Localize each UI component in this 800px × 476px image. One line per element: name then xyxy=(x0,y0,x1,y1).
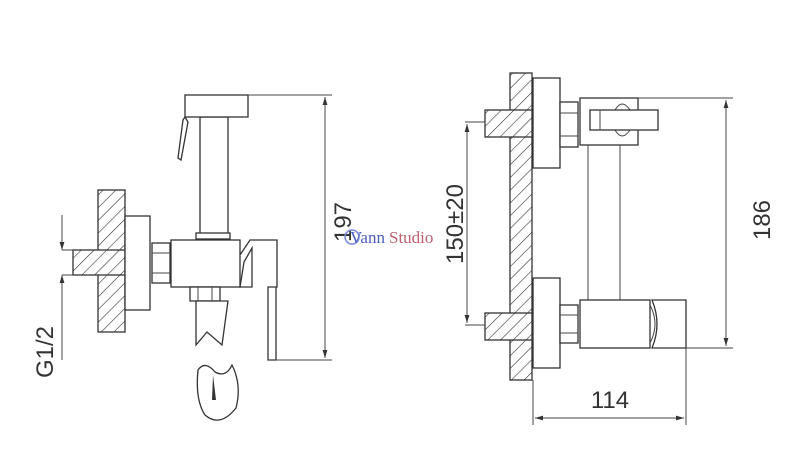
water-drop-icon xyxy=(196,363,239,421)
outlet-spout xyxy=(195,300,229,347)
handle-joint xyxy=(239,245,253,288)
dimension-label-114: 114 xyxy=(591,387,629,414)
valve-body xyxy=(170,239,241,288)
dimension-label-thread: G1/2 xyxy=(32,326,59,378)
hand-shower-head xyxy=(184,94,249,118)
water-drop-highlight xyxy=(212,375,216,400)
dimension-label-150: 150±20 xyxy=(442,184,469,264)
holder-pivot xyxy=(614,103,631,137)
watermark-text-vann: Vann xyxy=(350,228,385,247)
watermark-text-studio: Studio xyxy=(389,228,433,247)
hose-stem xyxy=(199,116,229,238)
wall-flange xyxy=(124,215,151,311)
valve-handle xyxy=(239,239,278,361)
inlet-pipe xyxy=(72,249,126,276)
outlet-nut xyxy=(189,286,221,302)
shower-trigger xyxy=(177,115,189,162)
right-view: 186 150±20 114 xyxy=(442,72,776,425)
wall-section xyxy=(509,72,533,381)
hex-nut xyxy=(151,242,171,284)
dimension-label-186: 186 xyxy=(749,200,776,240)
valve-cap xyxy=(651,299,687,349)
upper-nut xyxy=(559,101,579,148)
upper-flange xyxy=(532,77,561,169)
holder-lever xyxy=(589,109,659,131)
valve-body xyxy=(579,299,651,349)
stem-collar xyxy=(195,232,231,240)
watermark: Vann Studio xyxy=(344,228,433,247)
lower-nut xyxy=(559,304,579,344)
dimension-label-197: 197 xyxy=(330,202,357,242)
lower-inlet-pipe xyxy=(484,312,533,341)
lower-flange xyxy=(532,277,561,369)
left-view: 197 G1/2 xyxy=(32,94,357,421)
upper-inlet-pipe xyxy=(484,109,533,138)
